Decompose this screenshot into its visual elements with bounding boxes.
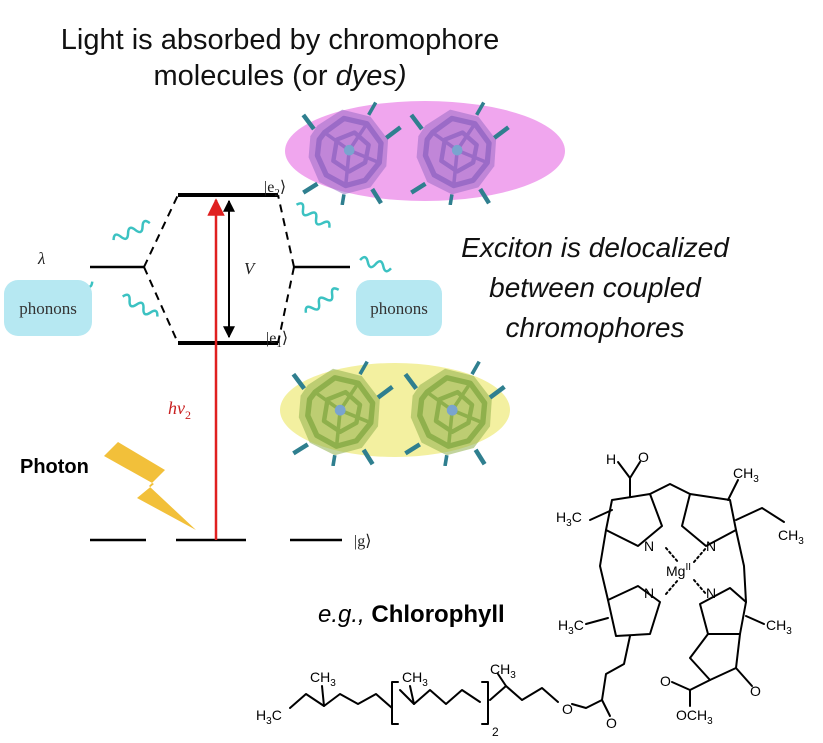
- title-line-1: Light is absorbed by chromophore: [60, 24, 500, 56]
- methyl-bond-d: [585, 617, 609, 625]
- mg-label: MgII: [666, 562, 691, 579]
- phytyl-stereo-bond: [409, 685, 415, 705]
- phonons-right-label: phonons: [370, 299, 428, 318]
- excited-chromophore-pair: [285, 101, 565, 205]
- phytyl-end-methyl-bond: [321, 685, 325, 707]
- propionate-chain: [601, 635, 631, 701]
- methyl-c-label: CH3: [766, 617, 792, 637]
- phytyl-tail-1: [489, 685, 559, 703]
- aldehyde-bond: [617, 461, 631, 498]
- example-caption: e.g., Chlorophyll: [318, 601, 505, 629]
- methyl-ester-bond: [671, 679, 711, 691]
- ring-a: [605, 493, 663, 547]
- methyl-bond-a: [589, 509, 613, 521]
- methyl-a-label: H3C: [556, 509, 582, 529]
- ethyl-bond: [735, 507, 785, 523]
- aldehyde-o-label: O: [638, 449, 649, 465]
- mg-n-bond-4: [693, 579, 707, 595]
- repeat-bracket-left: [391, 681, 399, 725]
- ester-o-bond: [571, 699, 603, 709]
- photon-label: Photon: [20, 456, 89, 478]
- n-atom-3: N: [644, 585, 654, 601]
- split-line-lower-left: [143, 266, 179, 344]
- n-atom-2: N: [706, 538, 716, 554]
- phonon-bath-right: [356, 280, 442, 336]
- coupling-label: V: [244, 259, 257, 278]
- title-italic-word: dyes): [335, 60, 407, 92]
- bridge-top: [649, 483, 691, 495]
- mg-n-bond-2: [693, 547, 707, 563]
- methyl-d-label: H3C: [558, 617, 584, 637]
- ester-co-bond: [601, 699, 611, 717]
- chlorophyll-structure: [289, 461, 785, 725]
- exciton-line-2: between coupled: [489, 272, 701, 303]
- aldehyde-co-bond: [629, 461, 641, 479]
- wiggle-right-bath: [359, 255, 392, 273]
- aldehyde-h-label: H: [606, 451, 616, 467]
- slide-title: Light is absorbed by chromophore molecul…: [0, 22, 560, 94]
- bridge-right: [735, 529, 747, 603]
- methyl-bond-c: [745, 615, 765, 625]
- chlorophyll-atom-labels: H O CH3 H3C CH3 N N N N MgII H3C CH3 O O…: [256, 449, 804, 739]
- exciton-caption: Exciton is delocalized between coupled c…: [420, 228, 770, 348]
- ester-o-label-2: O: [562, 701, 573, 717]
- ester-o-label-1: O: [660, 673, 671, 689]
- ring-e: [689, 633, 741, 681]
- title-line-2: molecules (or: [153, 60, 336, 92]
- mg-n-bond-3: [665, 579, 679, 595]
- ring-d: [607, 585, 661, 637]
- energy-level-diagram: phonons phonons λ V |e2⟩ |e1⟩ |g⟩ hν2: [4, 179, 442, 550]
- split-line-upper-right: [277, 194, 295, 268]
- repeat-bracket-right: [481, 681, 489, 725]
- wiggle-lower-right: [304, 287, 340, 313]
- ketone-bond: [735, 667, 753, 687]
- wiggle-upper-right: [295, 202, 331, 228]
- tail-end-label: H3C: [256, 707, 282, 727]
- state-e2-label: |e2⟩: [264, 179, 286, 199]
- wiggle-upper-left: [112, 219, 151, 241]
- example-molecule-name: Chlorophyll: [371, 601, 505, 628]
- ground-chromophore-pair: [280, 362, 510, 466]
- tail-methyl-label-1: CH3: [490, 661, 516, 681]
- phytyl-methyl-bond: [497, 673, 507, 687]
- state-g-label: |g⟩: [354, 533, 371, 550]
- repeat-count-label: 2: [492, 725, 499, 739]
- ester-o-label-3: O: [606, 715, 617, 731]
- n-atom-1: N: [644, 538, 654, 554]
- exciton-line-1: Exciton is delocalized: [461, 232, 729, 263]
- wiggle-lower-left: [121, 293, 159, 317]
- tail-methyl-label-2: CH3: [402, 669, 428, 689]
- lambda-label: λ: [37, 249, 45, 268]
- ketone-o-label: O: [750, 683, 761, 699]
- mg-n-bond-1: [665, 547, 679, 563]
- phonon-wiggles: [60, 202, 392, 317]
- photon-energy-label: hν2: [168, 398, 191, 422]
- methyl-b-label: CH3: [733, 465, 759, 485]
- phytyl-tail-2: [399, 689, 481, 705]
- ring-b: [681, 493, 737, 547]
- n-atom-4: N: [706, 585, 716, 601]
- phonons-left-label: phonons: [19, 299, 77, 318]
- phytyl-tail-3: [289, 693, 393, 709]
- exciton-line-3: chromophores: [505, 312, 685, 343]
- och3-label: OCH3: [676, 707, 713, 727]
- phonon-bath-left: [4, 280, 92, 336]
- lightning-icon: [104, 442, 196, 530]
- example-prefix: e.g.,: [318, 601, 365, 628]
- split-line-upper-left: [143, 194, 179, 268]
- bridge-left: [599, 529, 609, 601]
- state-e1-label: |e1⟩: [266, 330, 288, 350]
- methyl-bond-b: [727, 479, 739, 501]
- tail-methyl-label-3: CH3: [310, 669, 336, 689]
- ethyl-ch3-label: CH3: [778, 527, 804, 547]
